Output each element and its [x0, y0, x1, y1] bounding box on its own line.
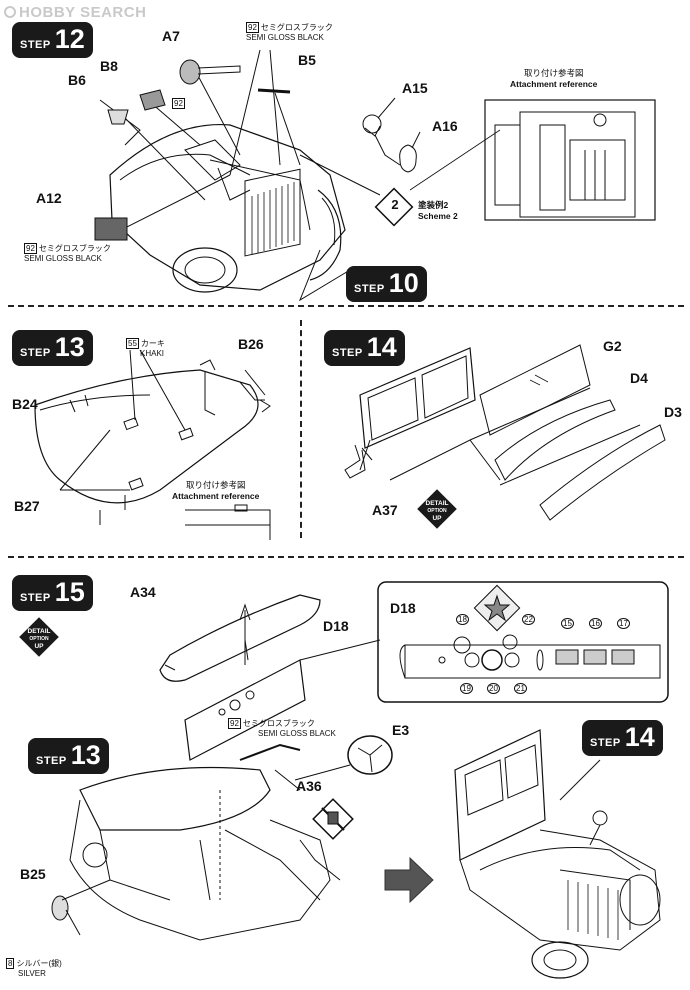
step12-jeep-assembly	[94, 49, 381, 302]
section-divider-2	[8, 556, 684, 558]
gauge-callout-21: 21	[514, 683, 527, 694]
gauge-callout-15: 15	[561, 618, 574, 629]
step15-body	[51, 766, 341, 941]
part-label-b8: B8	[100, 58, 118, 74]
part-label-b26: B26	[238, 336, 264, 352]
part-label-e3: E3	[392, 722, 410, 738]
scheme-2-diamond	[374, 187, 414, 227]
scheme-number: 2	[391, 197, 399, 212]
part-label-d18: D18	[323, 618, 349, 634]
gauge-callout-22: 22	[522, 614, 535, 625]
attachment-reference-cab	[409, 99, 656, 221]
part-label-a7: A7	[162, 28, 180, 44]
big-arrow-icon	[384, 856, 434, 904]
section-divider-vertical	[300, 320, 302, 538]
a15-a16-parts	[362, 97, 421, 173]
gauge-callout-17: 17	[617, 618, 630, 629]
section-divider-1	[8, 305, 684, 307]
step15-dashboard	[159, 594, 393, 791]
part-label-b25: B25	[20, 866, 46, 882]
hobby-search-watermark: HOBBY SEARCH	[4, 4, 146, 21]
part-label-a16: A16	[432, 118, 458, 134]
paint-callout-92-b8: 92	[172, 98, 185, 109]
gauge-callout-18: 18	[456, 614, 469, 625]
step13-hood	[34, 349, 271, 540]
completed-jeep	[454, 729, 661, 979]
part-label-a15: A15	[402, 80, 428, 96]
no-glue-icon	[312, 798, 354, 840]
part-label-g2: G2	[603, 338, 622, 354]
part-label-a12: A12	[36, 190, 62, 206]
part-label-b27: B27	[14, 498, 40, 514]
gauge-callout-16: 16	[589, 618, 602, 629]
part-label-b24: B24	[12, 396, 38, 412]
part-label-d4: D4	[630, 370, 648, 386]
gauge-callout-20: 20	[487, 683, 500, 694]
gauge-callout-19: 19	[460, 683, 473, 694]
part-label-a34: A34	[130, 584, 156, 600]
part-label-d3: D3	[664, 404, 682, 420]
part-label-d18-detail: D18	[390, 600, 416, 616]
step14-windshield	[344, 344, 666, 521]
dashboard-detail-box	[377, 581, 669, 703]
part-label-b5: B5	[298, 52, 316, 68]
part-label-b6: B6	[68, 72, 86, 88]
logo-icon	[4, 6, 16, 18]
part-label-a37: A37	[372, 502, 398, 518]
part-label-a36: A36	[296, 778, 322, 794]
